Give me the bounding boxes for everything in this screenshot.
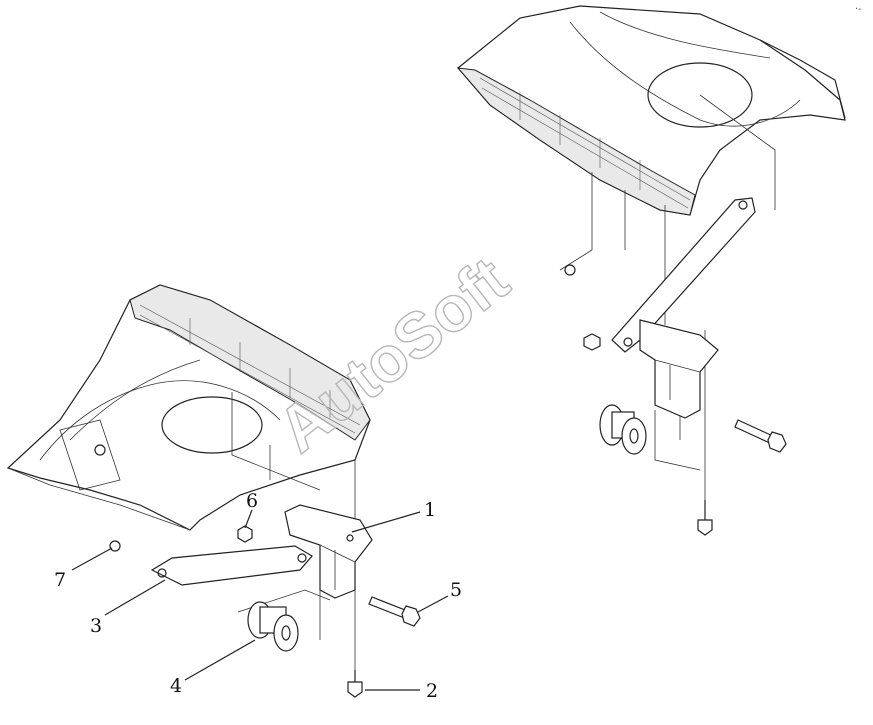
callout-labels: 1 2 3 4 5 6 7 — [54, 490, 462, 702]
upper-vertical-bolt — [697, 500, 713, 536]
lower-spare-well — [161, 396, 263, 454]
upper-right-assembly — [456, 5, 846, 536]
corner-mark: ·- — [855, 4, 862, 15]
lower-long-bolt — [368, 596, 421, 627]
lower-nut — [237, 525, 253, 543]
lower-vertical-bolt — [347, 670, 363, 698]
upper-bracket — [639, 319, 719, 419]
lower-small-fastener — [109, 540, 121, 552]
lower-brace — [150, 545, 313, 586]
callout-2: 2 — [426, 680, 438, 702]
callout-7: 7 — [54, 569, 66, 591]
callout-4: 4 — [170, 675, 182, 697]
callout-1: 1 — [424, 499, 436, 521]
leader-lines — [71, 509, 449, 691]
upper-roller — [599, 404, 647, 455]
callout-3: 3 — [90, 615, 102, 637]
lower-left-assembly — [6, 284, 421, 698]
upper-cross-member — [456, 67, 696, 216]
upper-brace — [611, 197, 756, 353]
lower-roller — [247, 601, 299, 652]
upper-nut — [583, 333, 601, 351]
upper-long-bolt — [734, 419, 787, 453]
callout-5: 5 — [450, 579, 462, 601]
callout-6: 6 — [246, 490, 258, 512]
lower-bracket — [284, 504, 373, 599]
upper-spare-well — [647, 62, 753, 128]
